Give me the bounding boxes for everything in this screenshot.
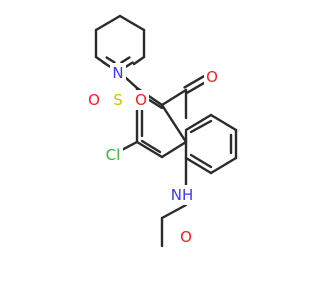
aromatic-inner — [189, 119, 213, 134]
atom-s: S — [110, 90, 126, 110]
atom-label-background — [110, 90, 126, 110]
bond-s-o-right — [120, 56, 131, 64]
bond-o-ethyl — [160, 203, 188, 220]
atom-n_pip: N — [110, 63, 126, 83]
bond-s-c3 — [124, 76, 139, 90]
bond-ar — [184, 113, 213, 132]
atom-label-background — [178, 227, 194, 247]
bond-pip — [94, 55, 108, 66]
atom-label-text: O — [88, 91, 100, 109]
atom-label-text: O — [135, 91, 147, 109]
atom-label-background — [133, 90, 149, 110]
atom-label-background — [103, 145, 123, 165]
bond-carbonyl-o — [186, 80, 208, 94]
bond-ar — [184, 156, 213, 175]
bond-c6-c1 — [135, 140, 164, 159]
atom-label-background — [204, 67, 220, 87]
bond-c5-c6 — [160, 140, 188, 159]
atom-o_s_right: O — [133, 90, 149, 110]
bond-carbonyl-o — [183, 75, 205, 89]
atom-label-text: Cl — [106, 146, 121, 164]
bond-c4-c5 — [160, 103, 188, 144]
atom-o_ether: O — [178, 227, 194, 247]
bond-pip — [118, 14, 146, 32]
atom-label-background — [110, 63, 126, 83]
bond-pip — [94, 14, 122, 32]
bond-pip — [132, 55, 146, 66]
aromatic-inner — [189, 153, 213, 169]
atom-label-text: S — [113, 91, 123, 109]
bond-c4-carbonyl — [160, 88, 188, 107]
atom-label-background — [86, 90, 102, 110]
atom-cl: Cl — [103, 145, 123, 165]
atom-nh: NH — [170, 185, 194, 205]
atom-label-background — [170, 185, 194, 205]
atom-label-text: O — [180, 228, 192, 246]
bond-layer — [94, 14, 238, 248]
atom-o_s_left: O — [86, 90, 102, 110]
atom-label-text: NH — [171, 186, 194, 204]
aromatic-inner — [140, 139, 162, 154]
bond-ar — [209, 113, 238, 132]
atom-o_carbonyl: O — [204, 67, 220, 87]
atom-label-text: O — [206, 68, 218, 86]
bond-ar — [209, 156, 238, 175]
bond-s-o-left — [105, 56, 116, 64]
atom-label-text: N — [112, 64, 123, 82]
